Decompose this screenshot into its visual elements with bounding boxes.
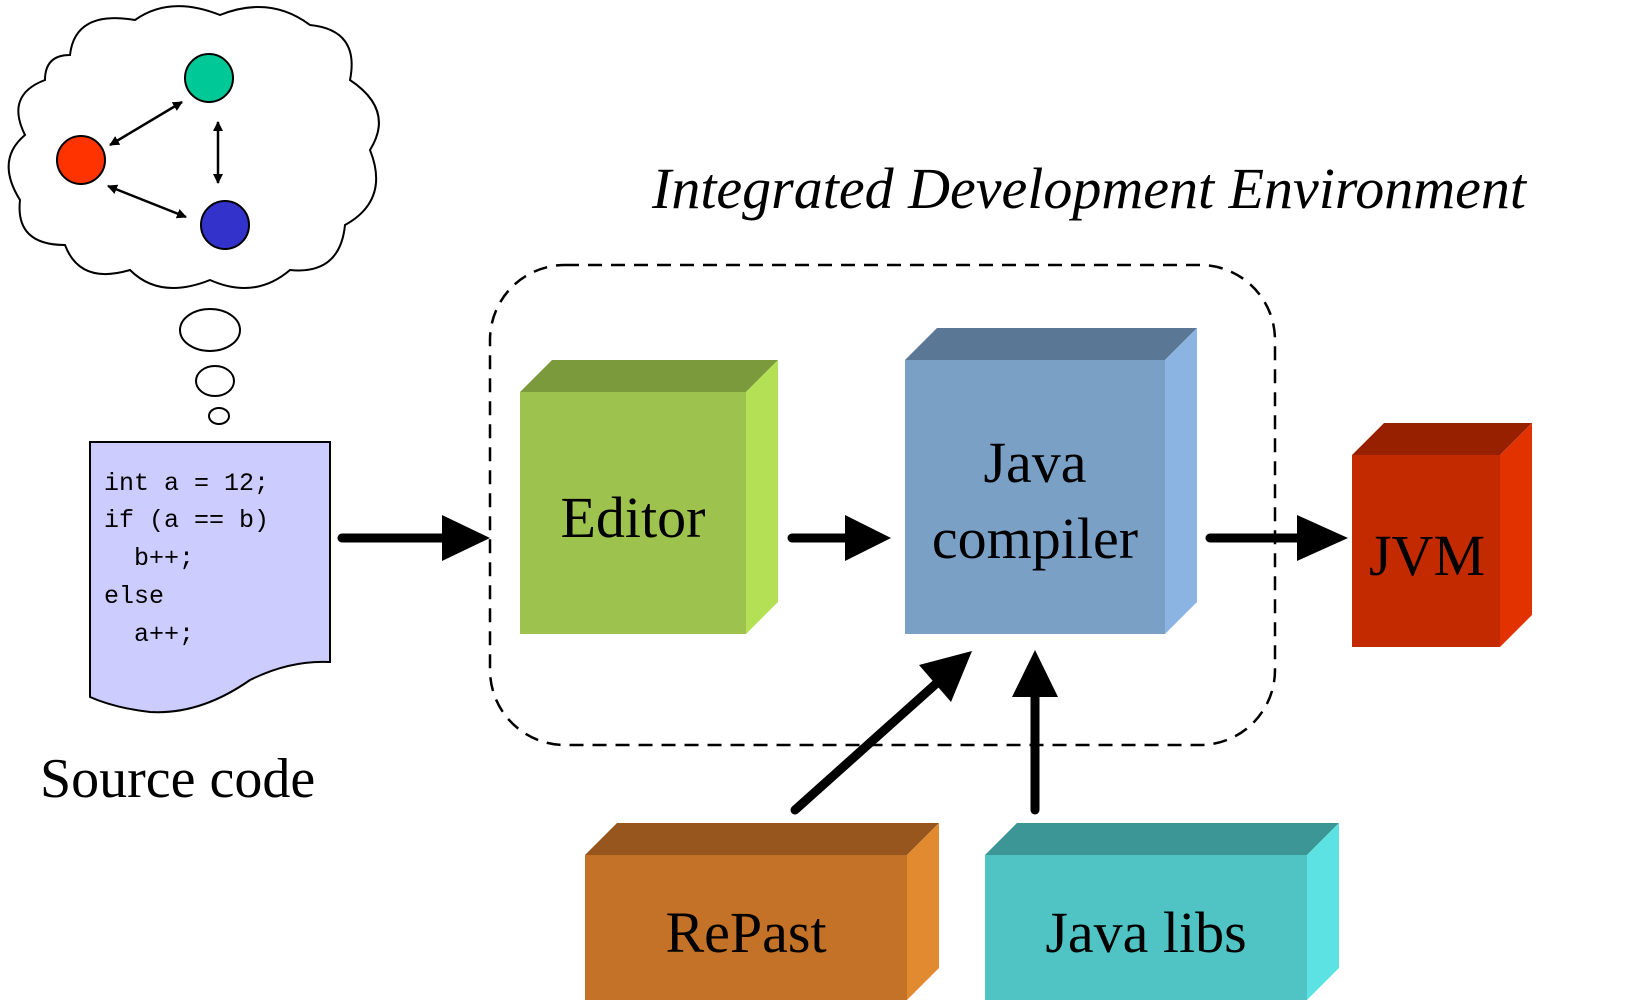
source-code-label: Source code bbox=[40, 748, 315, 810]
thought-bubble-medium bbox=[195, 365, 235, 397]
arrow-source-to-ide bbox=[337, 515, 490, 561]
jvm-box-top bbox=[1352, 423, 1532, 455]
code-line: else bbox=[104, 582, 164, 611]
node-red bbox=[56, 135, 106, 185]
repast-label: RePast bbox=[665, 900, 826, 965]
javalibs-box-top bbox=[985, 823, 1339, 855]
arrow-javalibs-to-compiler bbox=[1012, 650, 1058, 815]
java-compiler-box: Java compiler bbox=[905, 328, 1197, 634]
node-blue bbox=[200, 200, 250, 250]
compiler-label-line2: compiler bbox=[932, 506, 1138, 571]
compiler-box-front bbox=[905, 360, 1165, 634]
jvm-box-side bbox=[1500, 423, 1532, 647]
javalibs-label: Java libs bbox=[1045, 900, 1246, 965]
editor-box: Editor bbox=[520, 360, 778, 634]
editor-box-front bbox=[520, 392, 746, 634]
flow-arrows bbox=[337, 515, 1348, 815]
source-paper bbox=[89, 441, 331, 714]
arrow-red-blue bbox=[107, 184, 187, 219]
editor-box-top bbox=[520, 360, 778, 392]
repast-box-top bbox=[585, 823, 939, 855]
compiler-label-line1: Java bbox=[983, 430, 1086, 495]
code-line: if (a == b) bbox=[104, 506, 269, 535]
arrow-editor-to-compiler bbox=[787, 515, 891, 561]
javalibs-box: Java libs bbox=[985, 823, 1339, 1000]
cloud-shape bbox=[7, 5, 380, 289]
code-line: int a = 12; bbox=[104, 469, 269, 498]
code-line: b++; bbox=[104, 544, 194, 573]
repast-box: RePast bbox=[585, 823, 939, 1000]
javalibs-box-front bbox=[985, 855, 1307, 1000]
repast-box-front bbox=[585, 855, 907, 1000]
editor-label: Editor bbox=[561, 485, 706, 550]
thought-bubble-small bbox=[208, 407, 230, 425]
jvm-box-front bbox=[1352, 455, 1500, 647]
arrow-repast-to-compiler bbox=[790, 651, 972, 815]
thought-bubble-large bbox=[179, 308, 241, 352]
source-code-document: int a = 12; if (a == b) b++; else a++; bbox=[89, 441, 331, 714]
ide-boundary bbox=[488, 263, 1277, 747]
ide-title: Integrated Development Environment bbox=[651, 156, 1528, 221]
repast-box-side bbox=[907, 823, 939, 1000]
arrow-red-green bbox=[109, 100, 183, 147]
jvm-label: JVM bbox=[1369, 523, 1485, 588]
code-line: a++; bbox=[104, 620, 194, 649]
thought-cloud bbox=[7, 5, 380, 425]
arrow-compiler-to-jvm bbox=[1205, 515, 1348, 561]
node-green bbox=[184, 53, 234, 103]
compiler-box-top bbox=[905, 328, 1197, 360]
compiler-box-side bbox=[1165, 328, 1197, 634]
javalibs-box-side bbox=[1307, 823, 1339, 1000]
editor-box-side bbox=[746, 360, 778, 634]
jvm-box: JVM bbox=[1352, 423, 1532, 647]
